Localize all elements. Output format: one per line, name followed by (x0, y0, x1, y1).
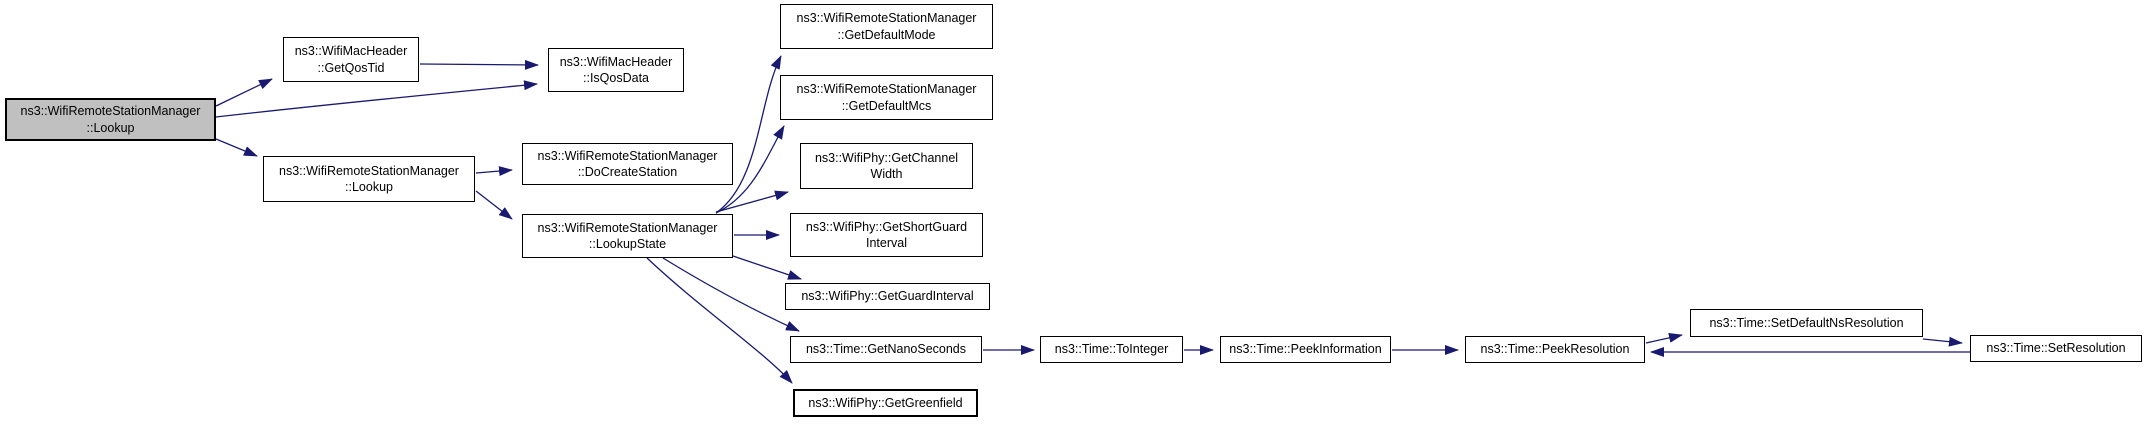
node-get-greenfield[interactable]: ns3::WifiPhy::GetGreenfield (793, 389, 978, 417)
node-label-line2: ::DoCreateStation (577, 165, 678, 179)
node-label-line2: ::IsQosData (583, 71, 649, 85)
node-is-qos-data[interactable]: ns3::WifiMacHeader ::IsQosData (548, 48, 684, 92)
node-label-line1: ns3::Time::SetDefaultNsResolution (1709, 315, 1904, 330)
edge-lookup-state-to-get-nano-seconds (662, 257, 800, 332)
node-label-line1: ns3::WifiPhy::GetGreenfield (808, 395, 963, 410)
edge-lookup-overload-to-do-create-station (475, 166, 513, 177)
node-label-line1: ns3::WifiPhy::GetGuardInterval (801, 289, 974, 304)
node-label-line1: ns3::WifiMacHeader (559, 54, 673, 69)
node-label-line1: ns3::WifiRemoteStationManager (20, 104, 201, 118)
node-label-line1: ns3::Time::PeekResolution (1480, 342, 1630, 357)
node-peek-resolution[interactable]: ns3::Time::PeekResolution (1465, 336, 1645, 363)
node-label-line2: ::Lookup (345, 180, 393, 194)
edge-lookup-state-to-get-greenfield (646, 257, 793, 384)
edge-peek-resolution-to-set-default-ns-resolution (1645, 332, 1683, 344)
edge-lookup-main-to-get-qos-tid (215, 78, 273, 107)
node-label-line2: ::LookupState (588, 237, 667, 251)
node-get-nano-seconds[interactable]: ns3::Time::GetNanoSeconds (790, 336, 982, 363)
node-get-short-guard-interval[interactable]: ns3::WifiPhy::GetShortGuard Interval (790, 213, 983, 257)
node-label-line2: Interval (866, 236, 907, 250)
node-get-channel-width[interactable]: ns3::WifiPhy::GetChannel Width (800, 143, 973, 189)
node-label-line1: ns3::WifiRemoteStationManager (279, 163, 459, 178)
node-label-line2: Width (870, 167, 903, 181)
node-get-qos-tid[interactable]: ns3::WifiMacHeader ::GetQosTid (283, 37, 419, 82)
node-label-line1: ns3::WifiRemoteStationManager (796, 82, 977, 96)
node-label-line1: ns3::WifiPhy::GetShortGuard (805, 219, 968, 234)
node-set-default-ns-resolution[interactable]: ns3::Time::SetDefaultNsResolution (1690, 309, 1923, 337)
node-set-resolution[interactable]: ns3::Time::SetResolution (1970, 335, 2142, 362)
node-label-line2: ::GetQosTid (317, 60, 385, 75)
node-label-line1: ns3::Time::SetResolution (1986, 341, 2126, 356)
edge-lookup-state-to-get-channel-width (715, 190, 789, 213)
node-label-line1: ns3::Time::GetNanoSeconds (805, 342, 967, 357)
edge-lookup-state-to-get-default-mode (715, 55, 782, 214)
edge-lookup-main-to-lookup-overload (215, 138, 258, 157)
node-label-line1: ns3::WifiMacHeader (294, 44, 408, 58)
node-peek-information[interactable]: ns3::Time::PeekInformation (1220, 336, 1391, 363)
node-to-integer[interactable]: ns3::Time::ToInteger (1040, 336, 1183, 363)
node-get-default-mcs[interactable]: ns3::WifiRemoteStationManager ::GetDefau… (780, 75, 993, 120)
node-label-line1: ns3::WifiRemoteStationManager (796, 11, 977, 25)
edge-set-default-ns-resolution-to-set-resolution (1922, 336, 1963, 347)
edge-lookup-state-to-get-default-mcs (715, 125, 785, 214)
node-label-line1: ns3::Time::ToInteger (1054, 342, 1169, 357)
node-label-line1: ns3::WifiRemoteStationManager (537, 148, 718, 163)
node-label-line2: ::GetDefaultMcs (841, 98, 932, 113)
node-label-line2: ::GetDefaultMode (837, 27, 936, 42)
edge-lookup-state-to-get-guard-interval (732, 255, 802, 280)
node-lookup-state[interactable]: ns3::WifiRemoteStationManager ::LookupSt… (522, 214, 733, 258)
edge-lookup-main-to-is-qos-data (215, 80, 538, 118)
node-lookup-overload[interactable]: ns3::WifiRemoteStationManager ::Lookup (263, 156, 475, 202)
node-get-default-mode[interactable]: ns3::WifiRemoteStationManager ::GetDefau… (780, 4, 993, 49)
edge-lookup-overload-to-lookup-state (475, 190, 513, 220)
node-label-line1: ns3::Time::PeekInformation (1229, 342, 1382, 357)
edge-get-qos-tid-to-is-qos-data (419, 59, 539, 70)
node-lookup-main: ns3::WifiRemoteStationManager ::Lookup (5, 98, 216, 141)
node-label-line1: ns3::WifiPhy::GetChannel (814, 150, 959, 165)
node-get-guard-interval[interactable]: ns3::WifiPhy::GetGuardInterval (785, 283, 990, 310)
node-do-create-station[interactable]: ns3::WifiRemoteStationManager ::DoCreate… (522, 143, 733, 185)
node-label-line1: ns3::WifiRemoteStationManager (537, 220, 718, 235)
node-label-line2: ::Lookup (86, 120, 135, 135)
